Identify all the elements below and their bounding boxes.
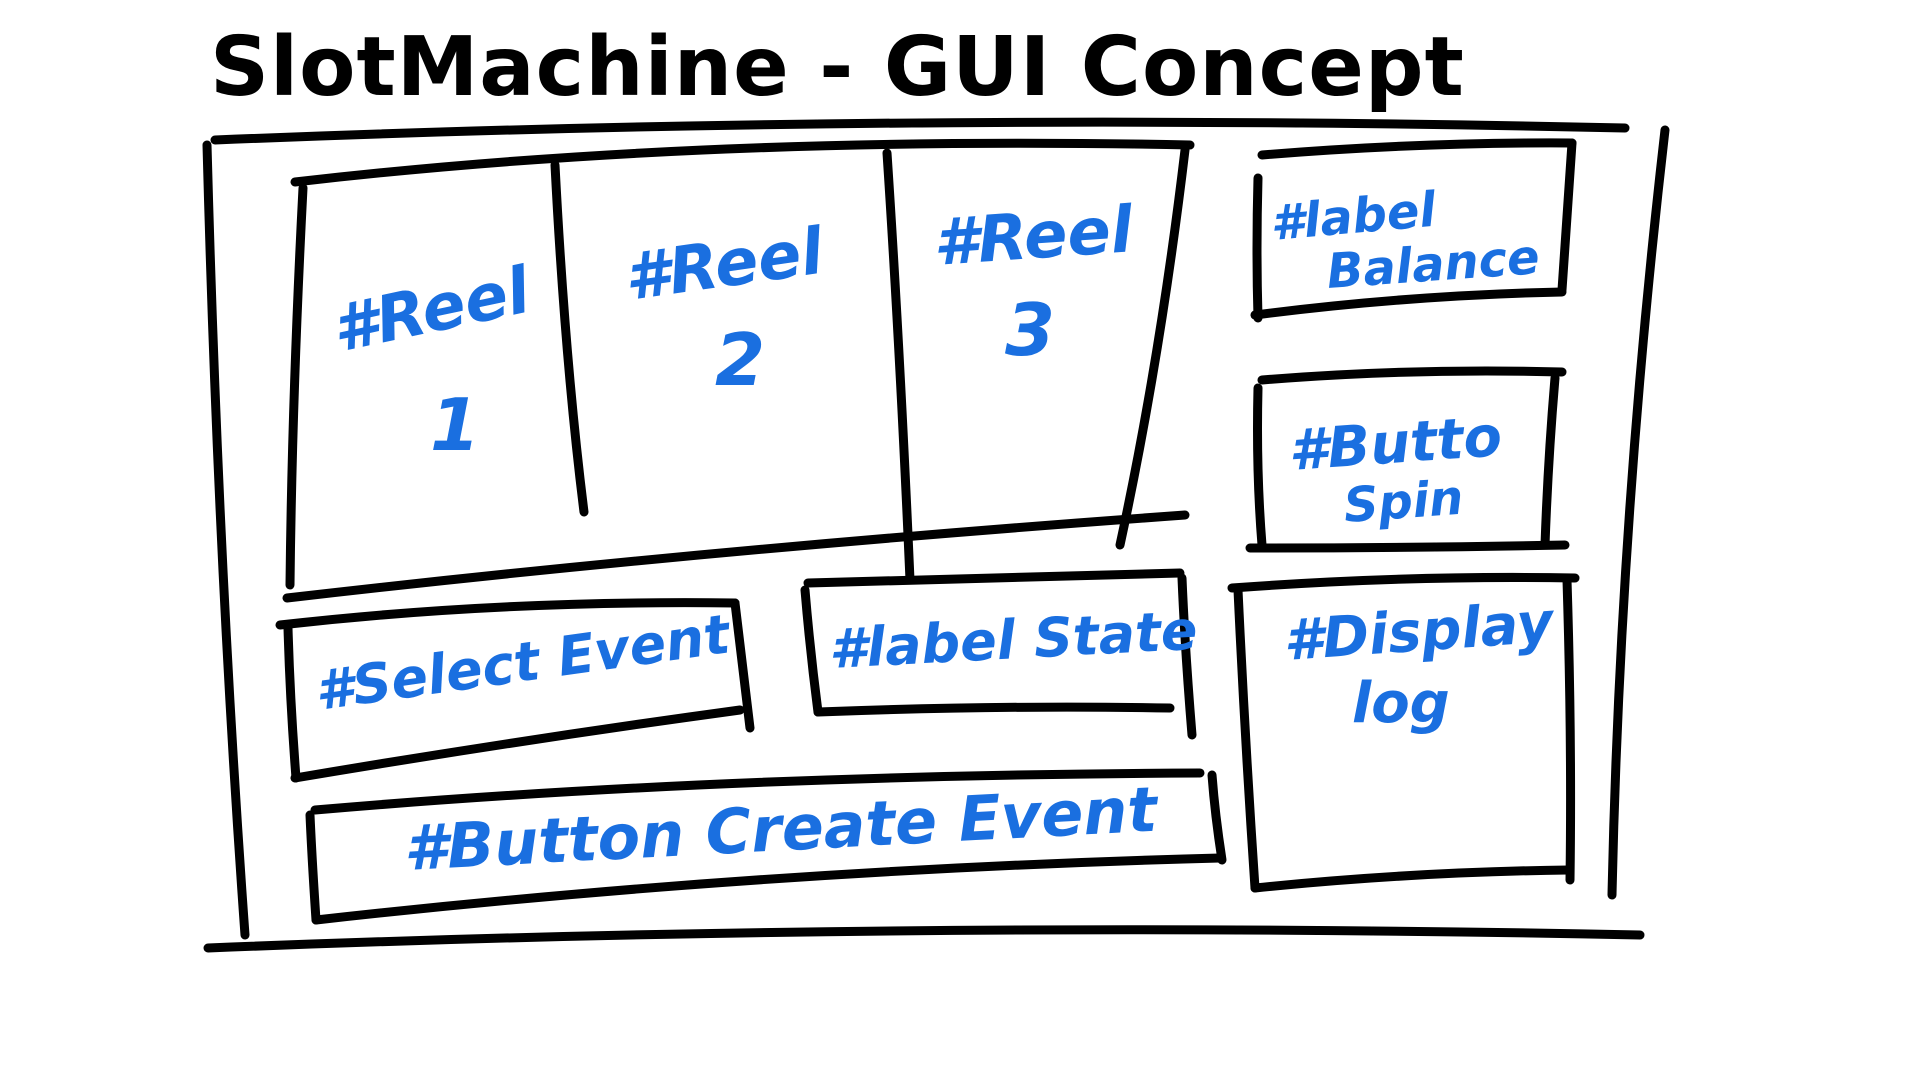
sketch-title: SlotMachine - GUI Concept <box>210 20 1465 115</box>
outer-window-frame <box>202 117 1670 953</box>
button-create-event-box: #Button Create Event <box>305 768 1227 925</box>
button-spin-line2: Spin <box>1342 470 1465 534</box>
select-event-box: #Select Event <box>275 598 755 783</box>
reel-1: #Reel 1 <box>326 254 537 467</box>
reel-area <box>282 138 1195 603</box>
reel-2-number: 2 <box>715 318 765 402</box>
reel-2: #Reel 2 <box>620 215 829 402</box>
display-log-line2: log <box>1352 671 1450 736</box>
reel-2-label: #Reel <box>620 215 829 316</box>
label-state-box: #label State <box>800 568 1199 740</box>
reel-3-number: 3 <box>1005 288 1055 372</box>
label-balance-box: #label Balance <box>1250 138 1577 323</box>
display-log-box: #Display log <box>1227 572 1580 893</box>
reel-3: #Reel 3 <box>931 193 1136 372</box>
button-spin-line1: #Butto <box>1286 404 1504 484</box>
select-event-label: #Select Event <box>311 602 736 723</box>
reel-3-label: #Reel <box>931 193 1136 281</box>
reel-1-number: 1 <box>430 383 480 467</box>
reel-1-label: #Reel <box>326 254 537 368</box>
display-log-line1: #Display <box>1281 590 1557 674</box>
button-spin-box: #Butto Spin <box>1245 366 1570 553</box>
label-state-label: #label State <box>827 599 1198 681</box>
